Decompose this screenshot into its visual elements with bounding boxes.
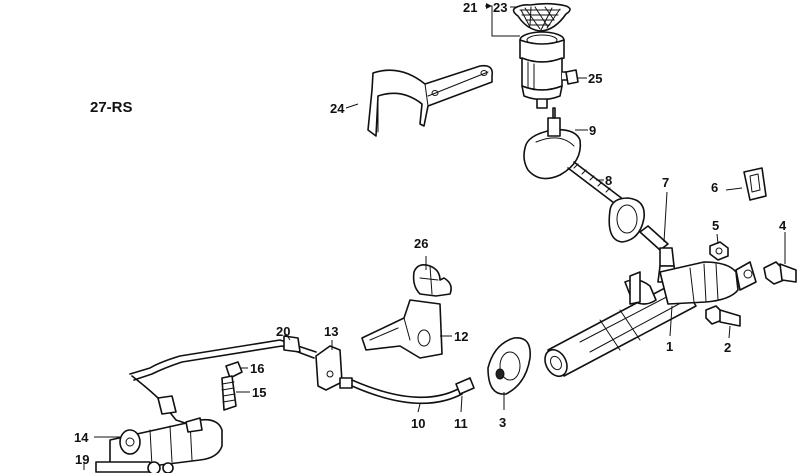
part-6-clip	[743, 167, 767, 201]
callout-10: 10	[411, 416, 425, 431]
callout-15: 15	[252, 385, 266, 400]
callout-9: 9	[589, 123, 596, 138]
callout-7: 7	[662, 175, 669, 190]
callout-11: 11	[454, 416, 468, 431]
callout-19: 19	[75, 452, 89, 467]
callout-24: 24	[330, 101, 345, 116]
callout-2: 2	[724, 340, 731, 355]
part-12-bracket	[361, 299, 443, 359]
callout-3: 3	[499, 415, 506, 430]
part-21-reservoir	[519, 31, 573, 109]
part-20-line	[129, 335, 317, 429]
callout-20: 20	[276, 324, 290, 339]
part-2-bolt	[705, 305, 741, 327]
callout-5: 5	[712, 218, 719, 233]
part-14-slave-cylinder	[109, 417, 223, 471]
part-5-nut	[709, 241, 729, 261]
callout-1: 1	[666, 339, 673, 354]
part-16-fitting	[225, 361, 243, 379]
leader-lines	[83, 5, 786, 470]
part-25-screw	[565, 69, 579, 85]
callout-12: 12	[454, 329, 468, 344]
part-9-cap	[523, 107, 582, 180]
part-3-boot	[487, 337, 531, 395]
part-4-bolt	[763, 261, 797, 285]
part-8-hose	[567, 161, 645, 243]
part-24-bracket	[367, 64, 494, 137]
callout-23: 23	[493, 0, 507, 15]
callout-25: 25	[588, 71, 602, 86]
part-23-strainer	[512, 2, 571, 32]
callout-26: 26	[414, 236, 428, 251]
callout-14: 14	[74, 430, 89, 445]
part-1-master-cylinder	[544, 261, 757, 378]
part-13-bracket	[315, 345, 343, 391]
callout-4: 4	[779, 218, 787, 233]
callout-16: 16	[250, 361, 264, 376]
part-10-hose	[339, 377, 475, 405]
part-15-bleeder	[221, 375, 237, 411]
callout-13: 13	[324, 324, 338, 339]
part-19-pushrod	[95, 461, 174, 473]
diagram-code: 27-RS	[90, 99, 133, 116]
callout-6: 6	[711, 180, 718, 195]
part-26-clip	[412, 264, 452, 297]
callout-labels: 21 23 25 24 9 8 7 6 5 4 26 13 12 20 1 2 …	[74, 0, 787, 467]
callout-8: 8	[605, 173, 612, 188]
callout-21: 21	[463, 0, 477, 15]
